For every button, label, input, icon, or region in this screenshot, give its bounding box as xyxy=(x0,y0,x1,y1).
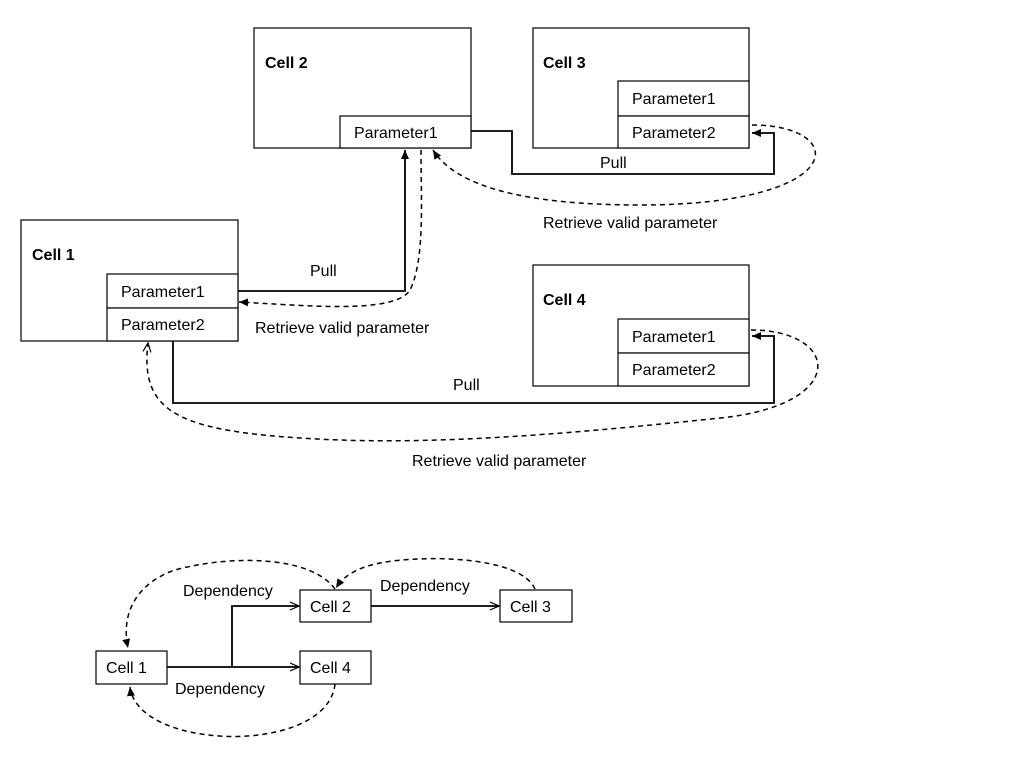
pull-label-cell1-cell2: Pull xyxy=(310,263,337,280)
dep-arc-cell4-cell1 xyxy=(127,683,336,738)
pull-label-cell1-cell4: Pull xyxy=(453,377,480,394)
cell-2-parameter1-box xyxy=(339,115,472,149)
cell-2-parameter1-label: Parameter1 xyxy=(354,125,438,142)
dep-node-cell-3-label: Cell 3 xyxy=(510,599,551,616)
dep-node-cell-2-label: Cell 2 xyxy=(310,599,351,616)
pull-label-cell2-cell3: Pull xyxy=(600,155,627,172)
cell-4-parameter2-box xyxy=(617,352,750,387)
cell-3-parameter1-label: Parameter1 xyxy=(632,91,716,108)
cell-4-parameter2-label: Parameter2 xyxy=(632,362,716,379)
cell-2-title: Cell 2 xyxy=(265,55,308,72)
cell-3-parameter1-box xyxy=(617,80,750,117)
retrieve-label-cell4-cell1: Retrieve valid parameter xyxy=(412,453,587,470)
cell-3-parameter2-label: Parameter2 xyxy=(632,125,716,142)
dep-edge-cell1-cell2 xyxy=(231,606,299,667)
dep-node-cell-1-label: Cell 1 xyxy=(106,660,147,677)
dep-node-cell-1: Cell 1 xyxy=(95,650,168,685)
cell-4-parameter1-label: Parameter1 xyxy=(632,329,716,346)
retrieve-label-cell2-cell1: Retrieve valid parameter xyxy=(255,320,430,337)
dep-arc-cell2-cell1 xyxy=(122,559,336,649)
retrieve-edge-cell4-cell1 xyxy=(147,329,819,442)
cell-3-title: Cell 3 xyxy=(543,55,586,72)
pull-edge-cell2-cell3 xyxy=(471,129,775,175)
dep-label-cell2-cell3: Dependency xyxy=(380,578,470,595)
cell-2-box: Cell 2 Parameter1 xyxy=(253,27,472,149)
cell-1-title: Cell 1 xyxy=(32,247,75,264)
cell-3-box: Cell 3 Parameter1 Parameter2 xyxy=(532,27,750,149)
retrieve-label-cell3-cell2: Retrieve valid parameter xyxy=(543,215,718,232)
pull-edge-cell1-cell4 xyxy=(172,332,775,404)
dep-label-cell1-cell4: Dependency xyxy=(175,681,265,698)
cell-4-box: Cell 4 Parameter1 Parameter2 xyxy=(532,264,750,387)
cell-4-title: Cell 4 xyxy=(543,292,586,309)
pull-edge-cell1-cell2 xyxy=(238,150,409,292)
cell-1-parameter2-label: Parameter2 xyxy=(121,317,205,334)
cell-4-parameter1-box xyxy=(617,318,750,354)
dep-label-cell1-cell2: Dependency xyxy=(183,583,273,600)
dep-node-cell-4-label: Cell 4 xyxy=(310,660,351,677)
cell-1-box: Cell 1 Parameter1 Parameter2 xyxy=(20,219,239,342)
cell-3-parameter2-box xyxy=(617,115,750,149)
dep-node-cell-4: Cell 4 xyxy=(299,650,372,685)
cell-1-parameter2-box xyxy=(106,307,239,342)
retrieve-edge-cell3-cell2 xyxy=(432,124,817,206)
retrieve-edge-cell2-cell1 xyxy=(238,149,423,308)
cell-1-parameter1-label: Parameter1 xyxy=(121,284,205,301)
dep-node-cell-3: Cell 3 xyxy=(499,589,573,623)
dep-arc-cell3-cell2 xyxy=(335,557,536,590)
dep-node-cell-2: Cell 2 xyxy=(299,589,372,623)
